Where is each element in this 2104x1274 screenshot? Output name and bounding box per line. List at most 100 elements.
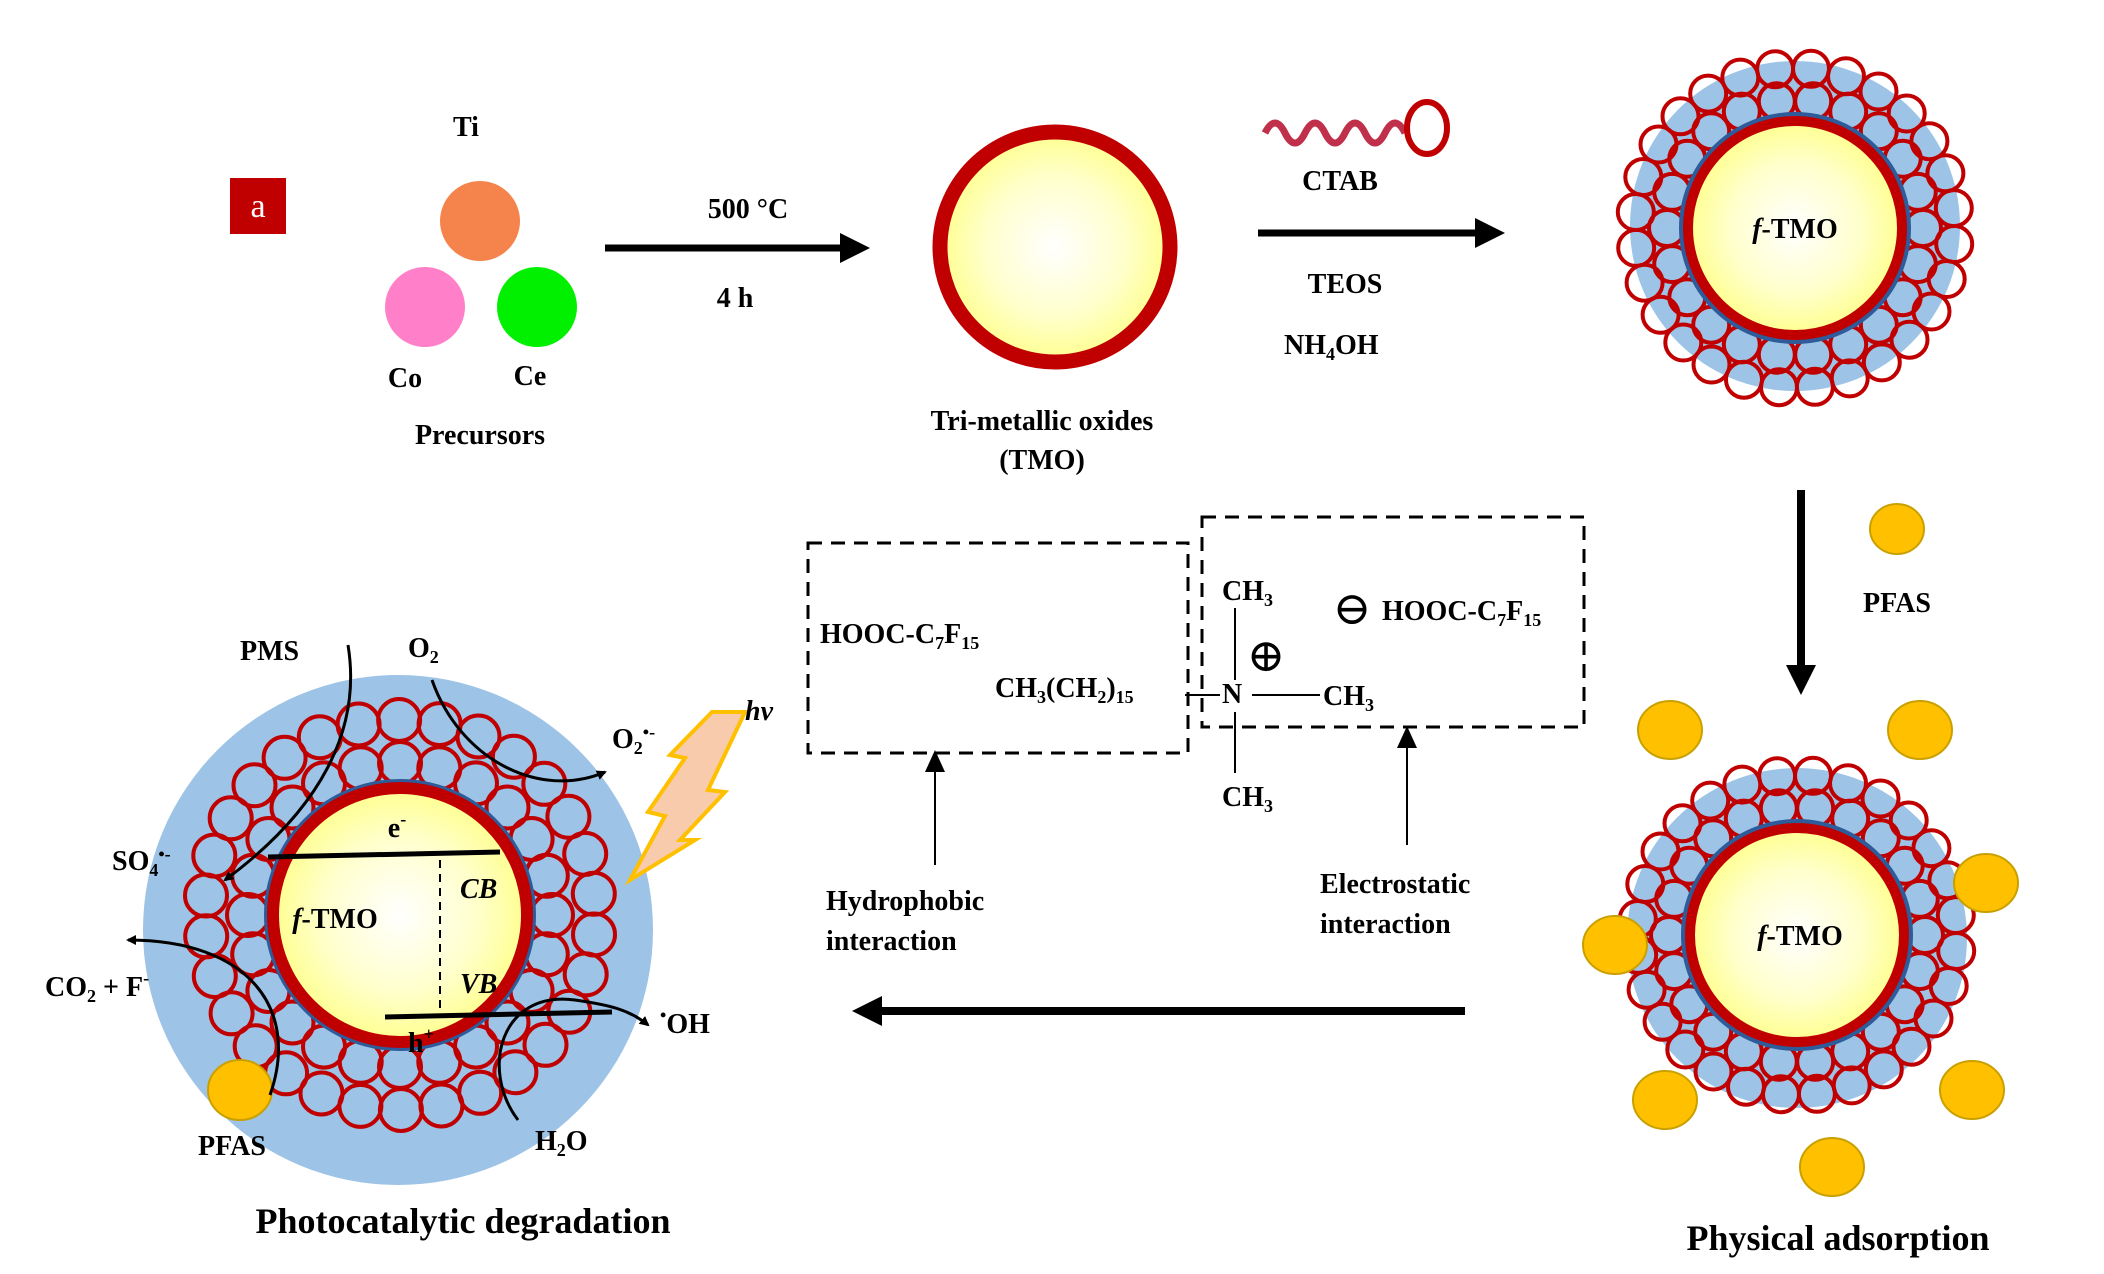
tmo-label-line1: Tri-metallic oxides <box>931 406 1154 437</box>
precursors-label: Precursors <box>415 420 545 451</box>
degradation-step <box>852 996 1465 1026</box>
water-label: H2O <box>535 1126 588 1160</box>
micelle-ring <box>1660 96 1701 137</box>
micelle-ring <box>1888 800 1929 841</box>
adsorbed-particle: f-TMO Physical adsorption <box>1582 700 2019 1258</box>
tmo-particle: Tri-metallic oxides (TMO) <box>931 124 1178 476</box>
hydrophobic-label-1: Hydrophobic <box>826 886 984 917</box>
micelle-ring <box>1726 1066 1766 1107</box>
panel-badge: a <box>230 178 286 234</box>
ce-precursor-sphere <box>497 267 577 347</box>
micelle-ring <box>1665 1029 1706 1070</box>
micelle-ring <box>1886 93 1927 134</box>
micelle-ring <box>1662 803 1703 844</box>
micelle-ring <box>545 793 592 840</box>
micelle-ring <box>562 951 609 998</box>
sulfate-radical-label: SO4•- <box>112 844 171 880</box>
micelle-ring <box>1724 359 1764 400</box>
micelle-ring <box>191 832 238 879</box>
micelle-ring <box>1663 322 1704 363</box>
micelle-ring <box>455 713 502 760</box>
micelle-ring <box>521 760 568 807</box>
f-tmo-label-photo: f-TMO <box>292 904 378 935</box>
pms-label: PMS <box>240 636 299 667</box>
ctab-molecule-icon <box>1261 119 1409 147</box>
micelle-ring <box>1935 895 1976 936</box>
hooc-tail-right: HOOC-C7F15 <box>1382 596 1541 630</box>
micelle-ring <box>1828 763 1868 804</box>
functionalization-step: CTAB TEOS NH4OH <box>1258 99 1505 364</box>
electrostatic-label-2: interaction <box>1320 909 1451 940</box>
pfas-legend-label: PFAS <box>1863 588 1931 619</box>
pfas-molecule <box>207 1059 273 1121</box>
interaction-scheme: HOOC-C7F15 CH3(CH2)15 N CH3 CH3 CH3 ⊕ ⊖ … <box>806 515 1586 957</box>
hydroxyl-radical-label: •OH <box>660 1005 710 1040</box>
co2-f-label: CO2 + F- <box>45 968 149 1006</box>
co-label: Co <box>388 363 422 394</box>
tmo-core <box>1683 116 1907 340</box>
micelle-ring <box>1691 344 1732 385</box>
ctab-label: CTAB <box>1302 166 1378 197</box>
micelle-ring <box>261 734 308 781</box>
pfas-legend-molecule <box>1869 503 1925 555</box>
photocatalytic-degradation-title: Photocatalytic degradation <box>256 1201 671 1241</box>
pfas-molecule <box>1582 915 1648 975</box>
micelle-ring <box>1688 73 1729 114</box>
micelle-ring <box>1860 778 1901 819</box>
hydrophobic-box <box>806 541 1190 755</box>
pfas-label-photo: PFAS <box>198 1131 266 1162</box>
micelle-ring <box>208 990 255 1037</box>
micelle-ring <box>1863 1049 1904 1090</box>
micelle-ring <box>484 999 531 1046</box>
nh4oh-label: NH4OH <box>1284 330 1379 364</box>
micelle-ring <box>1926 259 1967 299</box>
svg-text:a: a <box>250 188 265 225</box>
methyl-top: CH3 <box>1222 576 1273 610</box>
micelle-ring <box>1891 1026 1932 1067</box>
nitrogen-atom: N <box>1222 679 1242 710</box>
electrostatic-box <box>1200 515 1586 729</box>
micelle-ring <box>1889 319 1930 360</box>
negative-charge-icon: ⊖ <box>1333 583 1372 634</box>
micelle-ring <box>1625 864 1666 904</box>
photocatalytic-particle: e- CB VB h+ f-TMO hv PMS O2 O2•- SO4•- C… <box>45 633 774 1241</box>
hv-label: hv <box>745 696 774 727</box>
valence-band-line <box>384 1009 613 1020</box>
co-precursor-sphere <box>385 267 465 347</box>
positive-charge-icon: ⊕ <box>1247 630 1286 681</box>
micelle-ring <box>269 999 316 1046</box>
o2-label: O2 <box>408 633 439 667</box>
micelle-ring <box>207 795 254 842</box>
adsorption-step: PFAS <box>1786 490 1931 695</box>
tmo-label-line2: (TMO) <box>999 445 1085 476</box>
micelle-ring <box>1640 831 1681 872</box>
physical-adsorption-title: Physical adsorption <box>1686 1218 1989 1258</box>
time-label: 4 h <box>717 283 754 314</box>
oh-radical-arrow <box>497 997 650 1121</box>
tmo-core <box>1685 823 1909 1047</box>
cb-label: CB <box>460 874 497 905</box>
micelle-ring <box>231 762 278 809</box>
f-tmo-label-adsorbed: f-TMO <box>1757 921 1843 952</box>
pms-arrow <box>223 644 353 882</box>
hole-label: h+ <box>408 1024 434 1059</box>
temperature-label: 500 °C <box>708 194 788 225</box>
hooc-tail-left: HOOC-C7F15 <box>820 619 979 653</box>
micelle-ring <box>1640 294 1681 335</box>
micelle-ring <box>1933 188 1974 229</box>
conduction-band-line <box>267 849 501 860</box>
micelle-ring <box>1861 342 1902 383</box>
micelle-ring <box>269 784 316 831</box>
micelle-ring <box>1642 1001 1683 1042</box>
micelle-ring <box>1638 124 1679 165</box>
pfas-molecule <box>1939 1060 2005 1120</box>
micelle-ring <box>1690 780 1731 821</box>
vb-label: VB <box>460 969 497 1000</box>
micelle-ring <box>1693 1051 1734 1092</box>
methyl-right: CH3 <box>1323 681 1374 715</box>
micelle-ring <box>490 733 537 780</box>
micelle-ring <box>298 1070 345 1117</box>
micelle-ring <box>492 1049 539 1096</box>
micelle-ring <box>1826 56 1866 97</box>
ti-precursor-sphere <box>440 181 520 261</box>
